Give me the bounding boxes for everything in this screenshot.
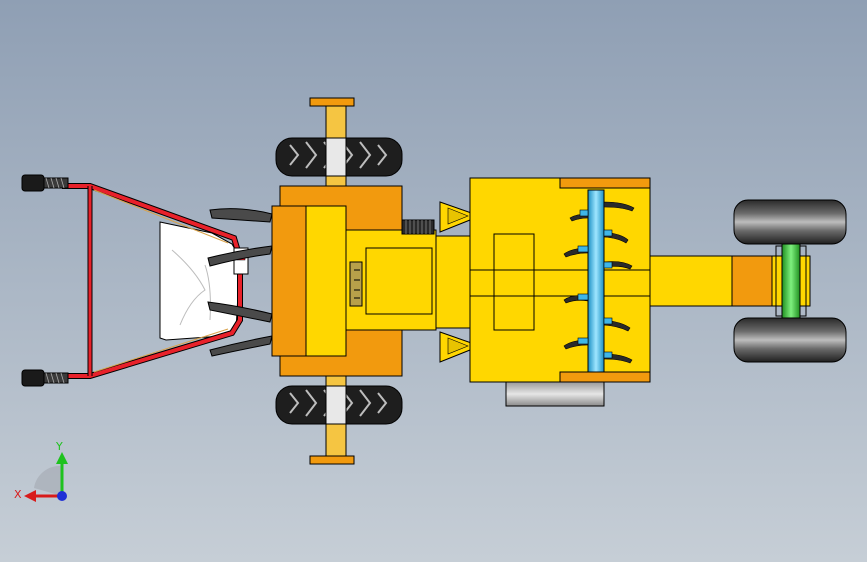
handlebar[interactable] <box>62 183 249 379</box>
tiller-housing[interactable] <box>469 177 651 407</box>
front-wheel-bottom[interactable] <box>275 385 403 425</box>
tail-wheel-top[interactable] <box>733 199 847 245</box>
front-wheel-top[interactable] <box>275 137 403 177</box>
engine-block[interactable] <box>271 185 437 377</box>
hand-grip-left[interactable] <box>21 174 69 192</box>
x-axis-label: X <box>14 488 22 501</box>
hand-grip-right[interactable] <box>21 369 69 387</box>
y-axis-label: Y <box>55 440 63 453</box>
rotary-shaft[interactable] <box>563 189 635 373</box>
scraper-tines <box>207 208 273 357</box>
axis-triad: Y X <box>12 440 82 510</box>
tail-wheel-bottom[interactable] <box>733 317 847 363</box>
